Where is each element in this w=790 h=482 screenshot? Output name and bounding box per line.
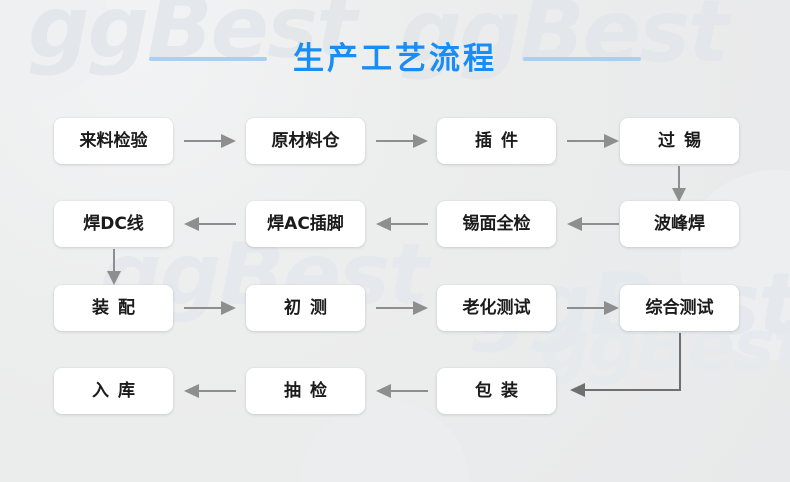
arrow-right-icon (567, 301, 619, 315)
arrow-right-icon (184, 134, 236, 148)
flow-node-label: 原材料仓 (271, 130, 340, 151)
flow-node-label: 包装 (475, 380, 527, 401)
flow-node-label: 焊DC线 (83, 213, 144, 234)
flow-node-label: 焊AC插脚 (267, 213, 344, 234)
flow-node-solder-ac-pin[interactable]: 焊AC插脚 (246, 201, 365, 247)
flow-node-label: 波峰焊 (654, 213, 705, 234)
arrow-down-icon (672, 166, 686, 202)
flow-node-solder-dc-wire[interactable]: 焊DC线 (54, 201, 173, 247)
arrow-left-icon (376, 217, 428, 231)
flow-node-label: 初测 (284, 297, 336, 318)
flow-node-tin-surface-inspection[interactable]: 锡面全检 (437, 201, 556, 247)
page-title-text: 生产工艺流程 (293, 40, 497, 77)
page-title: 生产工艺流程 (0, 36, 790, 82)
flow-node-label: 插件 (475, 130, 527, 151)
flow-node-sampling-inspection[interactable]: 抽检 (246, 368, 365, 414)
arrow-right-icon (376, 134, 428, 148)
flow-node-incoming-inspection[interactable]: 来料检验 (54, 118, 173, 164)
flow-node-label: 装配 (92, 297, 144, 318)
arrow-right-icon (184, 301, 236, 315)
title-rule-right (523, 57, 641, 61)
flow-node-raw-material-warehouse[interactable]: 原材料仓 (246, 118, 365, 164)
flow-node-label: 锡面全检 (462, 213, 531, 234)
arrow-left-icon (567, 217, 619, 231)
arrow-right-icon (567, 134, 619, 148)
flow-node-packaging[interactable]: 包装 (437, 368, 556, 414)
arrow-right-icon (376, 301, 428, 315)
flow-node-tin-dipping[interactable]: 过锡 (620, 118, 739, 164)
arrow-left-icon (376, 384, 428, 398)
watermark-text: ggBest (400, 0, 729, 82)
arrow-down-icon (107, 249, 121, 285)
flow-node-plug-in[interactable]: 插件 (437, 118, 556, 164)
flow-node-label: 综合测试 (645, 297, 714, 318)
arrow-left-icon (184, 217, 236, 231)
flow-node-comprehensive-test[interactable]: 综合测试 (620, 285, 739, 331)
flow-node-wave-soldering[interactable]: 波峰焊 (620, 201, 739, 247)
arrow-left-icon (184, 384, 236, 398)
flow-node-label: 老化测试 (462, 297, 531, 318)
flow-node-label: 入库 (92, 380, 144, 401)
flow-node-first-test[interactable]: 初测 (246, 285, 365, 331)
title-rule-left (149, 57, 267, 61)
flow-node-label: 抽检 (284, 380, 336, 401)
flow-node-label: 来料检验 (79, 130, 148, 151)
flow-node-aging-test[interactable]: 老化测试 (437, 285, 556, 331)
watermark-text: ggBest (28, 0, 357, 78)
elbow-connector-comprehensive-test-to-packaging (570, 333, 681, 397)
flow-node-assembly[interactable]: 装配 (54, 285, 173, 331)
flow-node-label: 过锡 (658, 130, 710, 151)
flow-node-warehousing[interactable]: 入库 (54, 368, 173, 414)
